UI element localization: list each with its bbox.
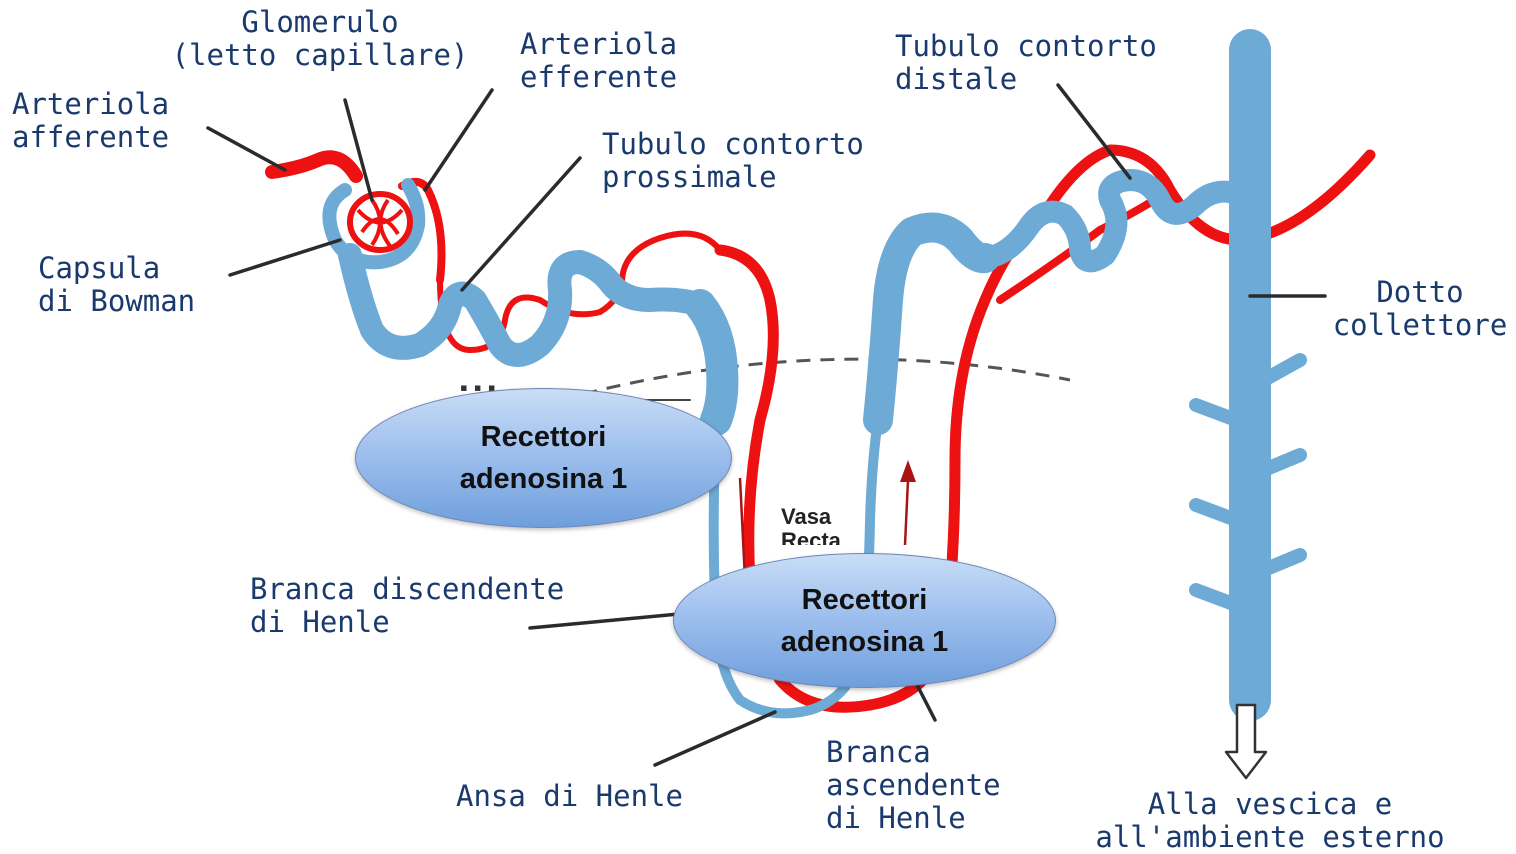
collecting-duct-branches xyxy=(1189,353,1307,612)
leader-lines xyxy=(206,83,1327,767)
label-tubulo-distale: Tubulo contorto distale xyxy=(895,29,1157,96)
label-ansa-henle: Ansa di Henle xyxy=(456,779,683,813)
proximal-straight xyxy=(684,289,739,436)
label-vescica: Alla vescica e all'ambiente esterno xyxy=(1095,787,1445,854)
distal-tubule xyxy=(974,169,1251,273)
receptor-badge-2-text: Recettori adenosina 1 xyxy=(780,583,949,658)
cortex-medulla-boundary xyxy=(559,357,1071,402)
flow-arrows xyxy=(738,460,916,581)
cortex-label-fragment: ▪ ▪ ▪ xyxy=(460,375,496,400)
label-arteriola-afferente: Arteriola afferente xyxy=(12,87,170,154)
leader-arteriola-efferente xyxy=(423,88,494,192)
leader-glomerulo xyxy=(343,98,374,202)
label-glomerulo: Glomerulo (letto capillare) xyxy=(171,5,469,72)
vasa-recta-label: Vasa Recta xyxy=(781,505,841,545)
proximal-tubule xyxy=(338,243,712,367)
glomerulus-capillary-tuft-icon xyxy=(347,191,413,253)
label-tubulo-prossimale: Tubulo contorto prossimale xyxy=(602,127,864,194)
vasa-recta-descending xyxy=(714,244,876,713)
label-capsula-bowman: Capsula di Bowman xyxy=(38,251,196,318)
down-arrow-outline-icon xyxy=(1224,703,1268,780)
receptor-badge-2: Recettori adenosina 1 xyxy=(673,553,1056,688)
thick-ascending-limb xyxy=(863,212,1000,435)
leader-tubulo-distale xyxy=(1056,83,1132,180)
flow-arrow-down-icon xyxy=(738,477,747,581)
afferent-arteriole xyxy=(265,150,363,183)
receptor-badge-1: Recettori adenosina 1 xyxy=(355,388,732,528)
label-branca-ascendente: Branca ascendente di Henle xyxy=(826,735,1001,835)
leader-branca-discendente xyxy=(528,610,702,630)
leader-arteriola-afferente xyxy=(206,126,287,172)
leader-tubulo-prossimale xyxy=(460,156,582,292)
label-arteriola-efferente: Arteriola efferente xyxy=(520,27,678,94)
label-branca-discendente: Branca discendente di Henle xyxy=(250,572,565,639)
label-dotto-collettore: Dotto collettore xyxy=(1332,275,1508,342)
receptor-badge-1-text: Recettori adenosina 1 xyxy=(459,421,628,495)
bowman-capsule xyxy=(322,178,426,270)
leader-ansa xyxy=(653,710,777,767)
distal-capillary xyxy=(996,186,1174,304)
flow-arrow-up-icon xyxy=(903,479,910,546)
leader-capsula xyxy=(228,238,342,277)
